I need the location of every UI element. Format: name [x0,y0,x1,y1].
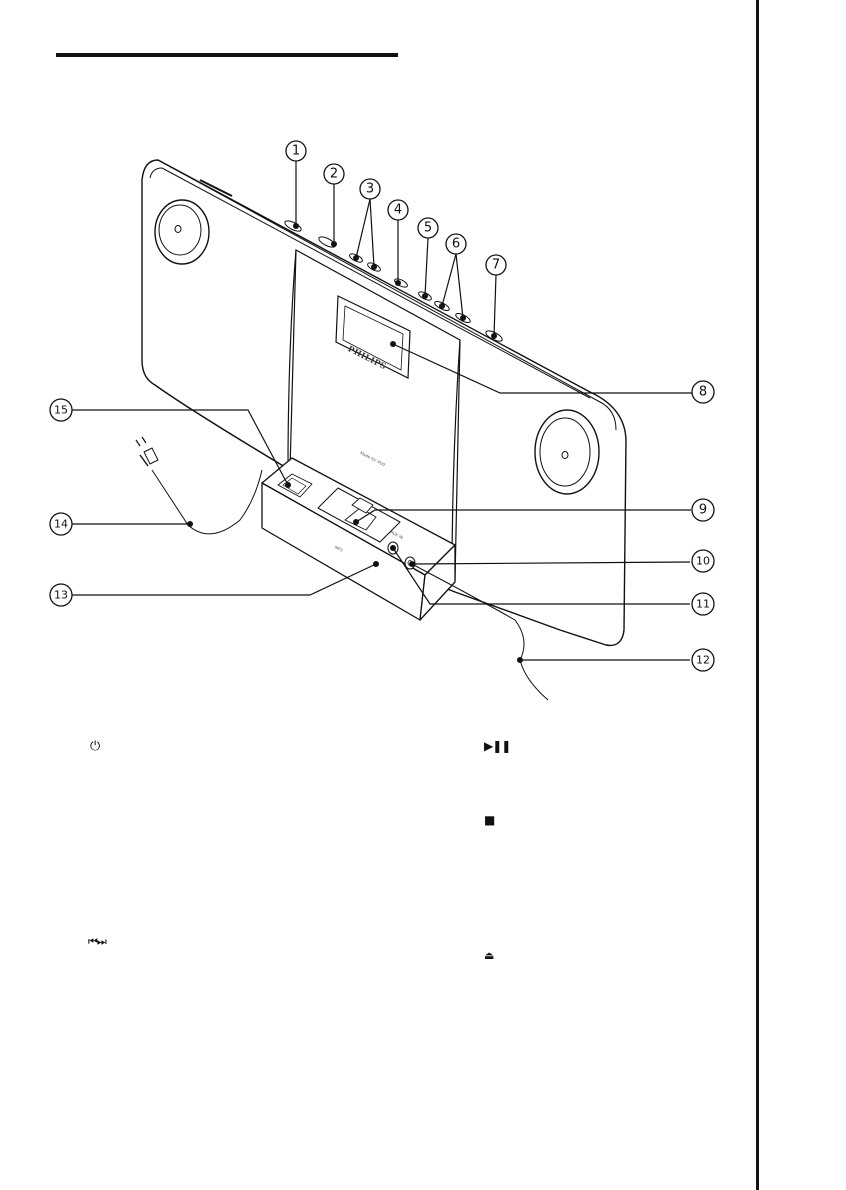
callout-4-label: 4 [394,203,402,218]
leader-dots [187,223,523,663]
callout-12: 12 [691,648,715,672]
eject-icon: ⏏ [484,949,495,962]
callout-8: 8 [691,380,715,404]
callout-7: 7 [485,254,507,276]
callout-10-label: 10 [696,555,710,568]
stop-icon: ■ [484,813,496,827]
callout-15-label: 15 [54,404,68,417]
right-speaker [534,409,600,495]
callout-14-label: 14 [54,518,68,531]
device-top-edge [149,159,617,431]
callout-5: 5 [417,217,439,239]
callout-13-label: 13 [54,589,68,602]
callout-10: 10 [691,549,715,573]
callout-6-label: 6 [452,237,460,252]
power-icon: ⏻ [90,739,101,754]
display-window [335,295,411,379]
leader-lines [70,161,692,661]
callout-13: 13 [49,583,73,607]
page-margin-line [756,0,759,1190]
callout-1: 1 [285,140,307,162]
left-speaker [154,199,210,265]
callout-12-label: 12 [696,654,710,667]
callout-2-label: 2 [330,167,338,182]
callout-14: 14 [49,512,73,536]
callout-9-label: 9 [699,503,707,518]
callout-3-label: 3 [366,182,374,197]
callout-8-label: 8 [699,385,707,400]
mp3-label: MP3 [334,544,344,553]
callout-5-label: 5 [424,221,432,236]
callout-11-label: 11 [696,598,710,611]
callout-1-label: 1 [292,144,300,159]
callout-3: 3 [359,178,381,200]
callout-15: 15 [49,398,73,422]
callout-9: 9 [691,498,715,522]
callout-6: 6 [445,233,467,255]
cables [135,436,549,701]
play-pause-icon: ▶❚❚ [484,739,511,753]
callout-4: 4 [387,199,409,221]
callout-11: 11 [691,592,715,616]
section-header-bar [56,53,398,57]
callout-2: 2 [323,163,345,185]
callout-7-label: 7 [492,258,500,273]
prev-next-icon: ⏮⏭ [88,935,107,948]
aux-in-label: AUX IN [389,529,404,540]
